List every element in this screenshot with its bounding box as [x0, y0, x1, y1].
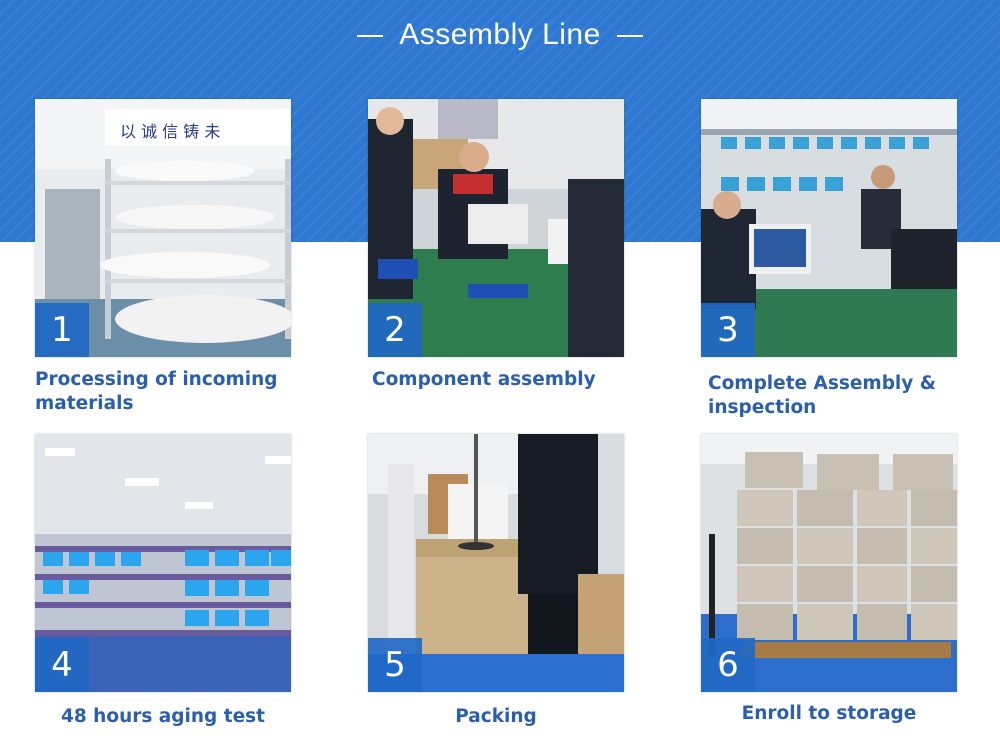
step-5-photo: 5	[368, 434, 624, 692]
step-4-caption: 48 hours aging test	[61, 706, 265, 727]
step-6-number: 6	[701, 638, 755, 692]
step-5-number: 5	[368, 638, 422, 692]
step-1-caption: Processing of incoming materials	[35, 369, 278, 414]
step-1-number: 1	[35, 303, 89, 357]
page-title: Assembly Line	[0, 18, 1000, 52]
title-dash-right	[616, 35, 643, 38]
title-dash-left	[357, 35, 384, 38]
step-3-photo: 3	[701, 99, 957, 357]
svg-text:以 诚 信 铸 未: 以 诚 信 铸 未	[120, 122, 220, 141]
step-2-number: 2	[368, 303, 422, 357]
step-1-photo: 以 诚 信 铸 未 1	[35, 99, 291, 357]
step-3-caption: Complete Assembly & inspection	[708, 373, 936, 418]
step-2-photo: 2	[368, 99, 624, 357]
step-6-photo: 6	[701, 434, 957, 692]
step-4-number: 4	[35, 638, 89, 692]
page-title-text: Assembly Line	[399, 18, 601, 51]
step-6-caption: Enroll to storage	[741, 703, 917, 724]
step-3-number: 3	[701, 303, 755, 357]
step-4-photo: 4	[35, 434, 291, 692]
step-2-caption: Component assembly	[372, 369, 596, 390]
step-5-caption: Packing	[455, 706, 537, 727]
